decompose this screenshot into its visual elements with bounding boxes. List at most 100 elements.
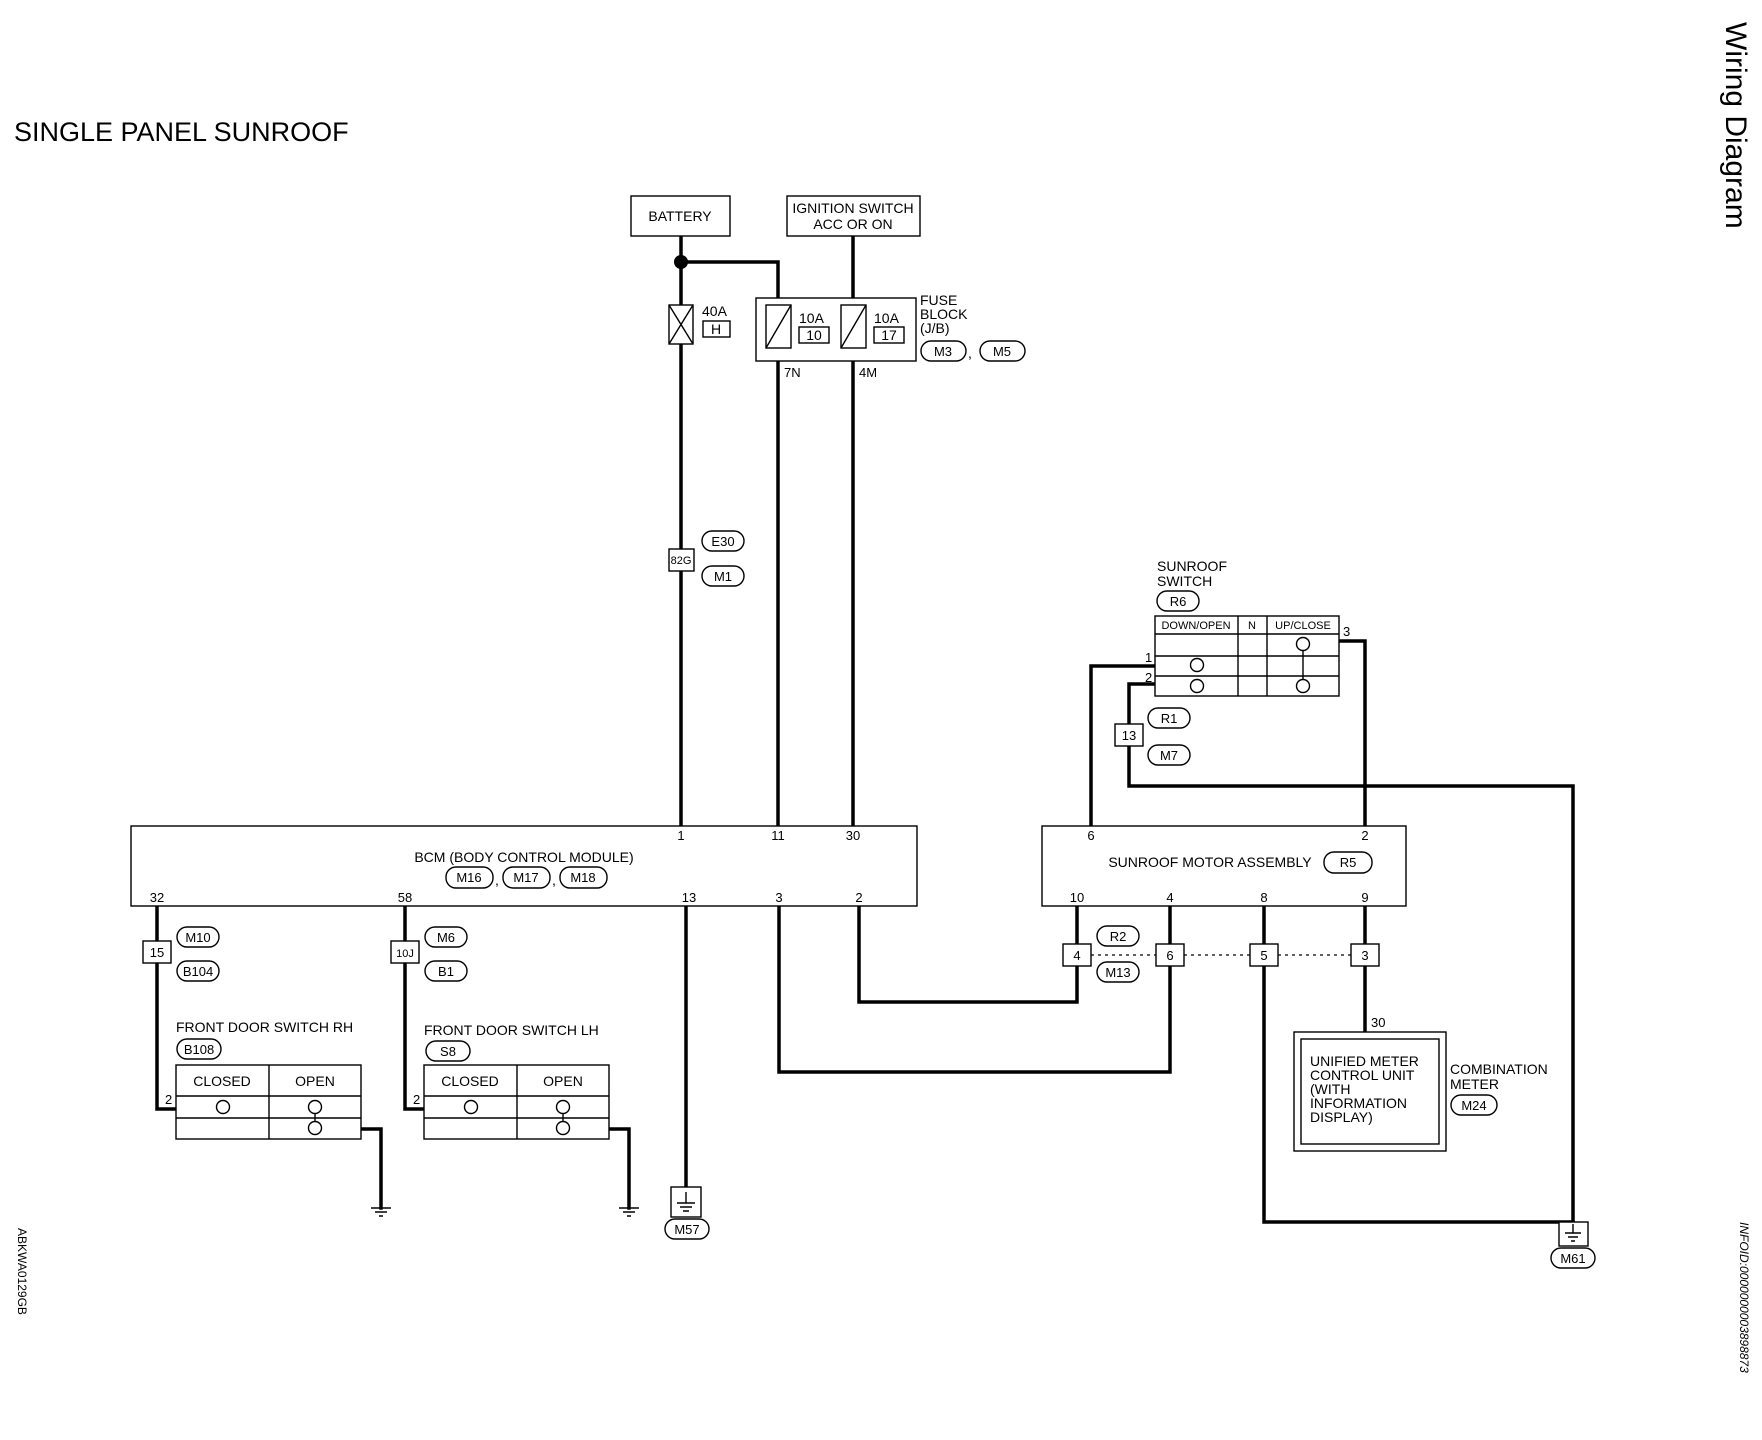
info-id: INFOID:0000000003898873 <box>1737 1222 1751 1373</box>
bcm-module: 1 11 30 BCM (BODY CONTROL MODULE) M16 , … <box>130 825 918 907</box>
sunroof-switch-pin-1: 1 <box>1145 650 1152 665</box>
meter-pin-30: 30 <box>1371 1015 1385 1030</box>
sunroof-switch-label-1: SUNROOF <box>1157 558 1227 574</box>
svg-text:,: , <box>495 872 499 888</box>
bcm-pin-13: 13 <box>682 890 696 905</box>
fuse-block-conn-m5: M5 <box>993 344 1011 359</box>
ground-icon <box>619 1207 639 1217</box>
motor-pin-6: 6 <box>1087 828 1094 843</box>
fuse-40a: 40A H <box>668 303 731 345</box>
motor-link-pin-5: 5 <box>1260 948 1267 963</box>
motor-link-pin-6: 6 <box>1166 948 1173 963</box>
link-connector-10j: 10J M6 B1 <box>390 926 468 982</box>
battery-label: BATTERY <box>648 208 712 224</box>
door-lh-connector: S8 <box>440 1044 456 1059</box>
motor-link-conn-r2: R2 <box>1110 929 1127 944</box>
ignition-sub: ACC OR ON <box>813 216 892 232</box>
junction-pin: 82G <box>671 555 692 567</box>
meter-unit-line-2: CONTROL UNIT <box>1310 1067 1415 1083</box>
door-lh-pin: 2 <box>413 1092 420 1107</box>
door-rh-pin: 2 <box>165 1092 172 1107</box>
sunroof-motor-assembly: 6 2 SUNROOF MOTOR ASSEMBLY R5 10 4 8 9 <box>1041 825 1407 907</box>
fuse-10-amps: 10A <box>799 310 825 326</box>
front-door-switch-rh: FRONT DOOR SWITCH RH B108 CLOSED OPEN 2 <box>165 1019 362 1140</box>
bcm-pin-30: 30 <box>846 828 860 843</box>
bcm-pin-58: 58 <box>398 890 412 905</box>
splice-dot <box>674 255 688 269</box>
door-rh-open: OPEN <box>295 1073 335 1089</box>
fuse-block-conn-m3: M3 <box>934 344 952 359</box>
link-10j-conn-m6: M6 <box>437 930 455 945</box>
fuse-terminal-4m: 4M <box>859 365 877 380</box>
link-13-pin: 13 <box>1122 728 1136 743</box>
meter-unit-line-5: DISPLAY) <box>1310 1109 1373 1125</box>
meter-connector: M24 <box>1461 1098 1486 1113</box>
meter-unit-line-4: INFORMATION <box>1310 1095 1407 1111</box>
junction-conn-m1: M1 <box>714 569 732 584</box>
combination-meter: 30 UNIFIED METER CONTROL UNIT (WITH INFO… <box>1293 1015 1548 1152</box>
motor-pin-8: 8 <box>1260 890 1267 905</box>
door-rh-closed: CLOSED <box>193 1073 251 1089</box>
sunroof-switch: SUNROOF SWITCH R6 DOWN/OPEN N UP/CLOSE 1… <box>1145 558 1350 697</box>
link-15-conn-b104: B104 <box>183 964 213 979</box>
sunroof-switch-col-down-open: DOWN/OPEN <box>1161 620 1230 632</box>
link-15-pin: 15 <box>150 945 164 960</box>
link-10j-conn-b1: B1 <box>438 964 454 979</box>
fuse-block-label-2: BLOCK <box>920 306 968 322</box>
bcm-conn-m18: M18 <box>570 870 595 885</box>
svg-text:,: , <box>552 872 556 888</box>
front-door-switch-lh: FRONT DOOR SWITCH LH S8 CLOSED OPEN 2 <box>413 1022 610 1140</box>
motor-link-pin-4: 4 <box>1073 948 1080 963</box>
bcm-conn-m16: M16 <box>456 870 481 885</box>
link-connector-15: 15 M10 B104 <box>142 926 220 982</box>
bcm-label: BCM (BODY CONTROL MODULE) <box>414 849 633 865</box>
battery-box: BATTERY <box>630 195 731 237</box>
bcm-pin-2: 2 <box>855 890 862 905</box>
fuse-block-label-1: FUSE <box>920 292 957 308</box>
ground-m61-label: M61 <box>1560 1251 1585 1266</box>
sunroof-switch-col-up-close: UP/CLOSE <box>1275 620 1331 632</box>
junction-conn-e30: E30 <box>711 534 734 549</box>
fuse-17-num: 17 <box>881 327 897 343</box>
wires <box>155 234 1575 1224</box>
motor-pin-2: 2 <box>1361 828 1368 843</box>
page-title: SINGLE PANEL SUNROOF <box>14 117 349 147</box>
fuse-40a-id: H <box>711 321 721 337</box>
door-lh-open: OPEN <box>543 1073 583 1089</box>
fuse-block-label-3: (J/B) <box>920 320 950 336</box>
bcm-pin-1: 1 <box>677 828 684 843</box>
meter-unit-line-3: (WITH <box>1310 1081 1350 1097</box>
meter-unit-line-1: UNIFIED METER <box>1310 1053 1419 1069</box>
door-lh-label: FRONT DOOR SWITCH LH <box>424 1022 599 1038</box>
ground-m57: M57 <box>664 1186 710 1240</box>
motor-link-conn-m13: M13 <box>1105 965 1130 980</box>
bcm-conn-m17: M17 <box>513 870 538 885</box>
fuse-40a-amps: 40A <box>702 303 728 319</box>
bcm-pin-11: 11 <box>771 828 785 843</box>
motor-pin-9: 9 <box>1361 890 1368 905</box>
link-13-conn-r1: R1 <box>1161 711 1178 726</box>
junction-82g: 82G E30 M1 <box>668 530 745 587</box>
fuse-17-amps: 10A <box>874 310 900 326</box>
motor-pin-10: 10 <box>1070 890 1084 905</box>
fuse-10-num: 10 <box>806 327 822 343</box>
ground-m61: M61 <box>1550 1221 1596 1269</box>
figure-id: ABKWA0129GB <box>15 1228 29 1315</box>
ground-icon <box>371 1207 391 1217</box>
ground-m57-label: M57 <box>674 1222 699 1237</box>
motor-link-pin-3: 3 <box>1361 948 1368 963</box>
fuse-block: 10A 10 10A 17 7N 4M FUSE BLOCK (J/B) M3 … <box>755 292 1026 380</box>
sunroof-switch-label-2: SWITCH <box>1157 573 1212 589</box>
meter-label-2: METER <box>1450 1076 1499 1092</box>
door-rh-label: FRONT DOOR SWITCH RH <box>176 1019 353 1035</box>
motor-label: SUNROOF MOTOR ASSEMBLY <box>1108 854 1312 870</box>
meter-label-1: COMBINATION <box>1450 1061 1548 1077</box>
fuse-terminal-7n: 7N <box>784 365 801 380</box>
link-10j-pin: 10J <box>396 948 414 960</box>
ignition-switch-box: IGNITION SWITCH ACC OR ON <box>786 195 921 237</box>
link-connector-13: 13 R1 M7 <box>1114 707 1191 766</box>
sunroof-switch-pin-3: 3 <box>1343 624 1350 639</box>
motor-connector: R5 <box>1340 855 1357 870</box>
sunroof-switch-connector: R6 <box>1170 594 1187 609</box>
motor-pin-4: 4 <box>1166 890 1173 905</box>
